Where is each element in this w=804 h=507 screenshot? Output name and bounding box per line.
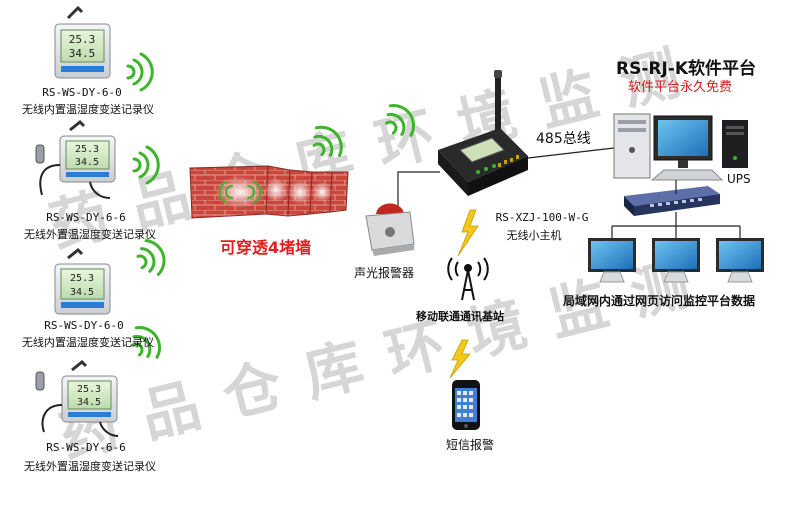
sensor-3-desc: 无线内置温湿度变送记录仪 bbox=[22, 336, 154, 349]
lan-label: 局域网内通过网页访问监控平台数据 bbox=[563, 294, 756, 308]
wifi-icon bbox=[385, 104, 416, 137]
sensor-3-screen-bottom: 34.5 bbox=[70, 287, 94, 298]
wifi-icon bbox=[136, 239, 166, 276]
sensor-4-code: RS-WS-DY-6-6 bbox=[46, 441, 126, 454]
tower-icon bbox=[447, 257, 489, 301]
sensor-1-desc: 无线内置温湿度变送记录仪 bbox=[22, 103, 154, 116]
signal-bolt-icon bbox=[449, 339, 471, 379]
phone-icon bbox=[452, 380, 480, 430]
sensor-3-code: RS-WS-DY-6-0 bbox=[44, 319, 124, 332]
bus-label: 485总线 bbox=[536, 131, 591, 147]
tower-label: 移动联通通讯基站 bbox=[416, 310, 504, 323]
ups-label: UPS bbox=[727, 172, 751, 186]
sensor-4-screen-top: 25.3 bbox=[77, 384, 101, 395]
sensor-2-screen-bottom: 34.5 bbox=[75, 157, 99, 168]
wifi-icon bbox=[132, 145, 160, 185]
sensor-3: 25.3 34.5 bbox=[54, 247, 111, 315]
lan-monitor-2 bbox=[652, 238, 700, 283]
wall-penetration-label: 可穿透4堵墙 bbox=[220, 238, 312, 257]
sensor-2-code: RS-WS-DY-6-6 bbox=[46, 211, 126, 224]
lan-monitor-3 bbox=[716, 238, 764, 283]
sensor-2-screen-top: 25.3 bbox=[75, 144, 99, 155]
sensor-2-desc: 无线外置温湿度变送记录仪 bbox=[24, 228, 156, 241]
lan-monitor-1 bbox=[588, 238, 636, 283]
sensor-4: 25.3 34.5 bbox=[35, 359, 119, 437]
platform-subtitle: 软件平台永久免费 bbox=[628, 80, 733, 95]
sensor-4-desc: 无线外置温湿度变送记录仪 bbox=[24, 460, 156, 473]
sensor-1-code: RS-WS-DY-6-0 bbox=[42, 86, 122, 99]
sensor-2: 25.3 34.5 bbox=[35, 119, 116, 199]
alarm-label: 声光报警器 bbox=[353, 266, 415, 280]
wifi-icon bbox=[312, 125, 343, 157]
wifi-icon bbox=[126, 52, 154, 92]
wireless-host bbox=[438, 70, 528, 196]
sensor-4-screen-bottom: 34.5 bbox=[77, 397, 101, 408]
host-code: RS-XZJ-100-W-G bbox=[495, 211, 589, 224]
host-label: 无线小主机 bbox=[506, 229, 562, 242]
platform-title: RS-RJ-K软件平台 bbox=[616, 59, 757, 79]
sensor-1-screen-top: 25.3 bbox=[69, 33, 96, 46]
sensor-3-screen-top: 25.3 bbox=[70, 273, 94, 284]
lan-lines bbox=[611, 212, 741, 238]
rs485-bus-line bbox=[527, 147, 615, 159]
server-computer bbox=[613, 113, 724, 181]
alarm-siren bbox=[365, 203, 415, 256]
wifi-icon bbox=[131, 326, 162, 359]
phone-label: 短信报警 bbox=[445, 438, 495, 452]
network-switch bbox=[624, 186, 720, 216]
sensor-1-screen-bottom: 34.5 bbox=[69, 47, 96, 60]
signal-bolt-icon bbox=[457, 209, 479, 257]
ups-unit bbox=[722, 120, 748, 168]
alarm-wire bbox=[397, 171, 440, 208]
brick-walls bbox=[189, 165, 349, 219]
sensor-1: 25.3 34.5 bbox=[54, 5, 111, 79]
